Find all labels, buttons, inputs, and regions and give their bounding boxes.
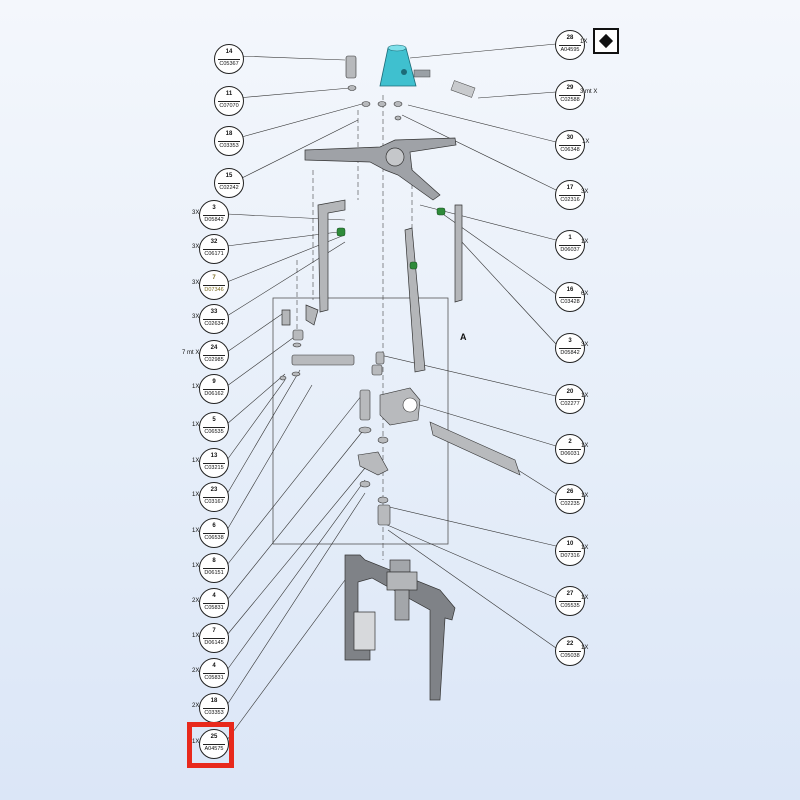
cyan-cap-part [379, 44, 476, 98]
qty-label: 1X [581, 239, 589, 245]
qty-label: 1X [192, 563, 200, 569]
detail-a-parts [279, 329, 521, 526]
base-frame [344, 554, 456, 701]
qty-label: 3 mt X [580, 89, 598, 95]
qty-label: 1X [581, 645, 589, 651]
qty-label: 1X [192, 528, 200, 534]
leader-lines [226, 43, 557, 741]
qty-label: 2X [192, 598, 200, 604]
qty-label: 3X [192, 280, 200, 286]
qty-label: 2X [192, 703, 200, 709]
upright-bars [281, 199, 463, 373]
qty-label: 3X [581, 189, 589, 195]
qty-label: 1X [192, 739, 200, 745]
qty-label: 1X [581, 545, 589, 551]
detail-label-a: A [460, 332, 467, 342]
diamond-icon [593, 28, 619, 54]
qty-label: 1X [192, 458, 200, 464]
qty-label: 7 mt X [182, 350, 200, 356]
qty-label: 1X [581, 493, 589, 499]
qty-label: 1X [581, 393, 589, 399]
qty-label: 1X [581, 443, 589, 449]
highlight-box [187, 722, 234, 768]
qty-label: 1X [581, 595, 589, 601]
qty-label: 3X [192, 210, 200, 216]
qty-label: 3X [192, 314, 200, 320]
qty-label: 1X [192, 492, 200, 498]
qty-label: 1X [582, 139, 590, 145]
green-parts [336, 207, 446, 270]
top-fittings [345, 55, 403, 121]
detail-box-a [272, 297, 449, 545]
qty-label: 3X [192, 244, 200, 250]
qty-label: 1X [192, 422, 200, 428]
qty-label: 1X [192, 633, 200, 639]
tripod-frame [304, 137, 457, 201]
qty-label: 1X [580, 39, 588, 45]
qty-label: 1X [192, 384, 200, 390]
qty-label: 2X [192, 668, 200, 674]
qty-label: 6X [581, 291, 589, 297]
qty-label: 3X [581, 342, 589, 348]
